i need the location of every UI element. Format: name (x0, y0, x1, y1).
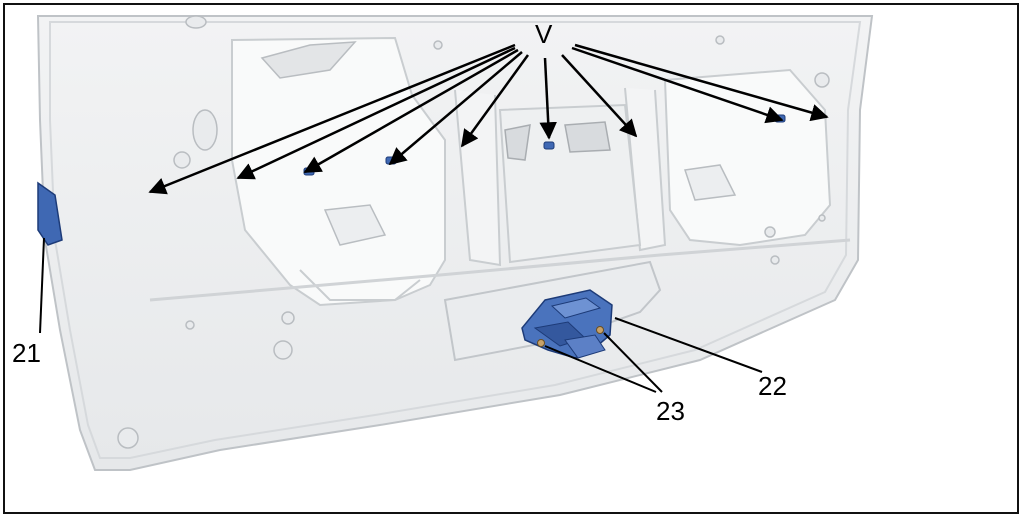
leader-23-right (603, 332, 663, 393)
callout-v-arrows (148, 43, 829, 195)
left-recess-bracket (323, 204, 387, 246)
tailgate-panel (36, 15, 874, 471)
left-recess-pocket (260, 41, 357, 79)
callout-22: 22 (758, 371, 787, 401)
callout-23: 23 (656, 396, 685, 426)
right-recess (663, 68, 832, 247)
callout-21: 21 (12, 338, 41, 368)
part-23-screw-right (596, 326, 604, 334)
part-22-latch (521, 289, 613, 359)
part-21-trim (37, 181, 63, 246)
leader-22 (614, 317, 763, 373)
callout-v: V (535, 19, 553, 49)
leader-23-left (544, 345, 657, 393)
leader-21 (39, 237, 45, 334)
part-23-screw-left (537, 339, 545, 347)
